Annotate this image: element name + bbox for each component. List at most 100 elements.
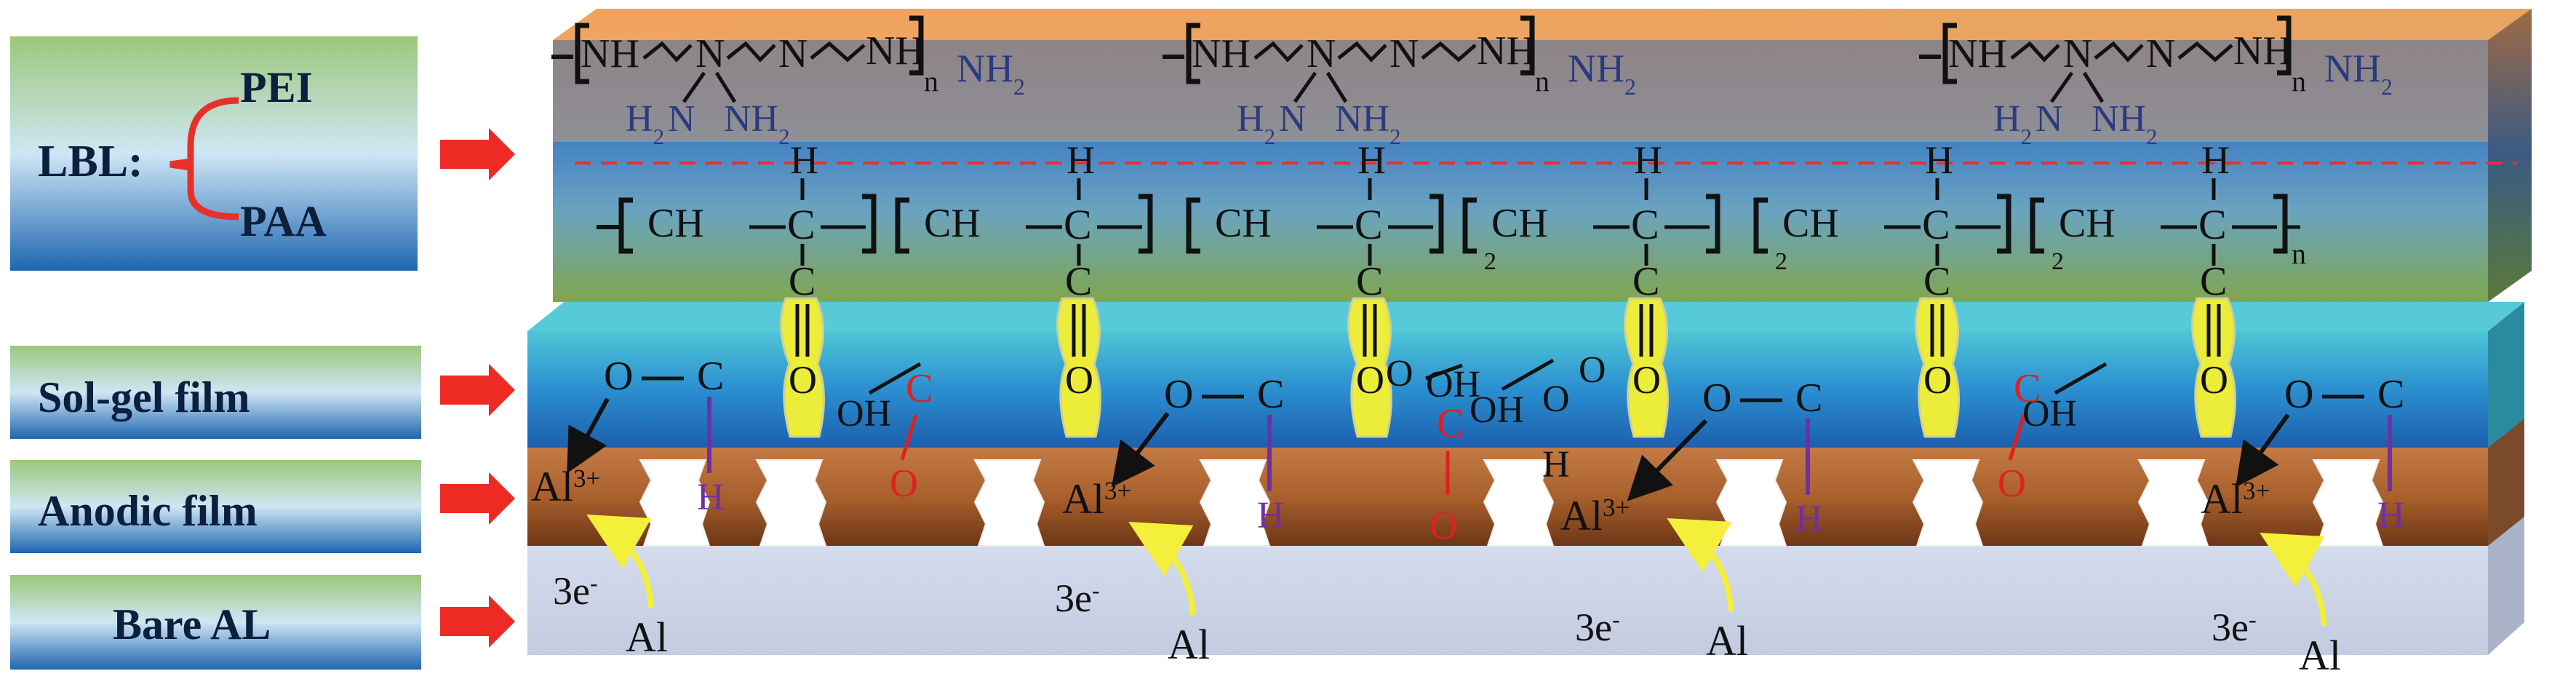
sol-oh-top-main: OH bbox=[1426, 364, 1480, 405]
pei-h2n-sub: 2 bbox=[653, 124, 665, 149]
sol-red-o-mid: O bbox=[1429, 504, 1458, 547]
al-metal-0: Al bbox=[626, 613, 668, 661]
legend: LBL: PEI PAA Sol-gel film Anodic film Ba… bbox=[10, 36, 515, 670]
pei-nh2-branch-sub: 2 bbox=[778, 124, 790, 149]
al-metal-0-main: Al bbox=[626, 613, 668, 661]
al-ion-2-main: Al bbox=[1560, 492, 1603, 539]
pei-branch-left bbox=[2049, 71, 2074, 103]
arrow-lbl bbox=[440, 128, 515, 180]
legend-bare-label: Bare AL bbox=[113, 600, 271, 648]
pei-nh2-end-sub: 2 bbox=[1624, 74, 1636, 100]
sol-oh-top: OH bbox=[1426, 364, 1480, 405]
arrow-bare bbox=[440, 595, 515, 648]
pei-h2n-main: H bbox=[626, 98, 653, 140]
paa-close-bracket bbox=[1997, 194, 2011, 254]
paa-h-top: H bbox=[2201, 138, 2230, 182]
pei-h2n-n: N bbox=[668, 98, 695, 140]
paa-o: O bbox=[2200, 358, 2228, 402]
electron-0-sup: - bbox=[590, 570, 598, 596]
sol-o-c-4-o: O bbox=[2284, 372, 2313, 417]
paa-c-carboxyl: C bbox=[1065, 259, 1092, 304]
pei-n-subscript: n bbox=[1535, 65, 1550, 98]
legend-paa-label: PAA bbox=[240, 197, 327, 245]
sol-oh-0-main: OH bbox=[837, 393, 891, 434]
paa-o-main: O bbox=[789, 358, 817, 402]
paa-c-center-main: C bbox=[787, 201, 816, 248]
pei-n-right: N bbox=[778, 31, 808, 76]
paa-ch-group-main: CH bbox=[1782, 201, 1839, 246]
sol-o-mid-main: O bbox=[1542, 378, 1570, 420]
paa-yellow-bridge bbox=[780, 297, 826, 438]
pei-n-right: N bbox=[1389, 31, 1419, 76]
pei-chain-3 bbox=[810, 41, 866, 63]
paa-h-top: H bbox=[1925, 138, 1953, 182]
sol-oh-2-main: OH bbox=[2022, 393, 2077, 434]
electron-1: 3e- bbox=[1055, 576, 1100, 620]
paa-ch-group: CH bbox=[1782, 201, 1839, 246]
pei-nh2-branch: NH2 bbox=[2091, 98, 2158, 149]
pei-nh-left: NH bbox=[1192, 31, 1251, 76]
paa-c-center: C bbox=[1922, 201, 1950, 248]
al-metal-1: Al bbox=[1168, 621, 1210, 668]
sol-oh-bond-1 bbox=[1501, 358, 1555, 392]
paa-h-top: H bbox=[1066, 138, 1095, 182]
pei-branch-left bbox=[1293, 71, 1317, 103]
sol-oh-1: OH bbox=[1470, 389, 1524, 431]
pei-n-center-main: N bbox=[695, 31, 725, 76]
sol-o-oh-bond bbox=[1425, 363, 1463, 381]
paa-yellow-bridge bbox=[1624, 297, 1670, 438]
paa-o: O bbox=[1923, 358, 1952, 402]
al-ion-1: Al3+ bbox=[1062, 475, 1131, 523]
pei-nh-left-main: NH bbox=[581, 31, 639, 76]
electron-3-main: 3e bbox=[2212, 605, 2249, 649]
al-ion-0-sup: 3+ bbox=[573, 464, 600, 493]
al-ion-1-sup: 3+ bbox=[1104, 477, 1131, 505]
pei-n-center-main: N bbox=[2063, 31, 2092, 76]
sol-oh-bond-0 bbox=[868, 362, 922, 395]
legend-lbl-label: LBL: bbox=[38, 137, 143, 186]
pei-n-center: N bbox=[695, 31, 725, 76]
pei-nh2-end-sub: 2 bbox=[2381, 74, 2393, 100]
sol-o-c-1-c: C bbox=[697, 354, 724, 399]
al-metal-3-main: Al bbox=[2299, 632, 2341, 679]
sol-o-c-1-o: O bbox=[604, 354, 633, 399]
paa-o: O bbox=[1356, 358, 1384, 402]
paa-c-carboxyl-main: C bbox=[2200, 259, 2227, 304]
sol-o-c-1-c-main: C bbox=[697, 354, 724, 399]
electron-1-sup: - bbox=[1092, 577, 1100, 603]
sol-oh-bond-2 bbox=[2054, 362, 2108, 395]
paa-c-center: C bbox=[2198, 201, 2227, 248]
pei-nh2-end: NH2 bbox=[957, 47, 1025, 100]
pei-nh2-end: NH2 bbox=[2324, 47, 2393, 100]
paa-o-main: O bbox=[2200, 358, 2228, 402]
yellow-arrow-2 bbox=[1667, 518, 1734, 612]
sol-o-c-4-h: H bbox=[2377, 495, 2405, 536]
pei-nh2-branch-main: NH bbox=[724, 98, 778, 140]
pei-h2n-sub: 2 bbox=[1264, 124, 1276, 149]
pei-n-subscript: n bbox=[924, 65, 938, 98]
sol-o-c-3-h: H bbox=[1795, 499, 1823, 540]
pei-close-bracket bbox=[2277, 15, 2292, 76]
pei-h2n-main: H bbox=[1993, 98, 2021, 140]
coordination-arrow-0 bbox=[567, 397, 610, 474]
layer-solgel-film bbox=[527, 302, 2524, 448]
pei-h2n: H2 bbox=[626, 98, 664, 149]
pei-n-right-main: N bbox=[778, 31, 808, 76]
pei-n-right: N bbox=[2146, 31, 2175, 76]
anodic-pore-1 bbox=[755, 459, 827, 547]
pei-chain-2 bbox=[726, 41, 776, 63]
pei-chain-3 bbox=[1421, 41, 1477, 63]
sol-o-c-2-h: H bbox=[1257, 495, 1285, 536]
sol-o-c-3-c-main: C bbox=[1795, 376, 1822, 421]
paa-o-main: O bbox=[1356, 358, 1384, 402]
paa-close-bracket bbox=[1706, 194, 1720, 254]
paa-o: O bbox=[1632, 358, 1661, 402]
paa-sub-2-main: 2 bbox=[1775, 248, 1787, 275]
sol-h-mid-main: H bbox=[1542, 444, 1570, 485]
paa-open-bracket bbox=[2030, 197, 2044, 254]
paa-close-bracket bbox=[1139, 194, 1153, 254]
sol-o-c-4-o-main: O bbox=[2284, 372, 2313, 417]
paa-sub-2: 2 bbox=[1484, 248, 1496, 275]
paa-open-bracket bbox=[1186, 197, 1200, 254]
paa-c-center-main: C bbox=[1922, 201, 1950, 248]
